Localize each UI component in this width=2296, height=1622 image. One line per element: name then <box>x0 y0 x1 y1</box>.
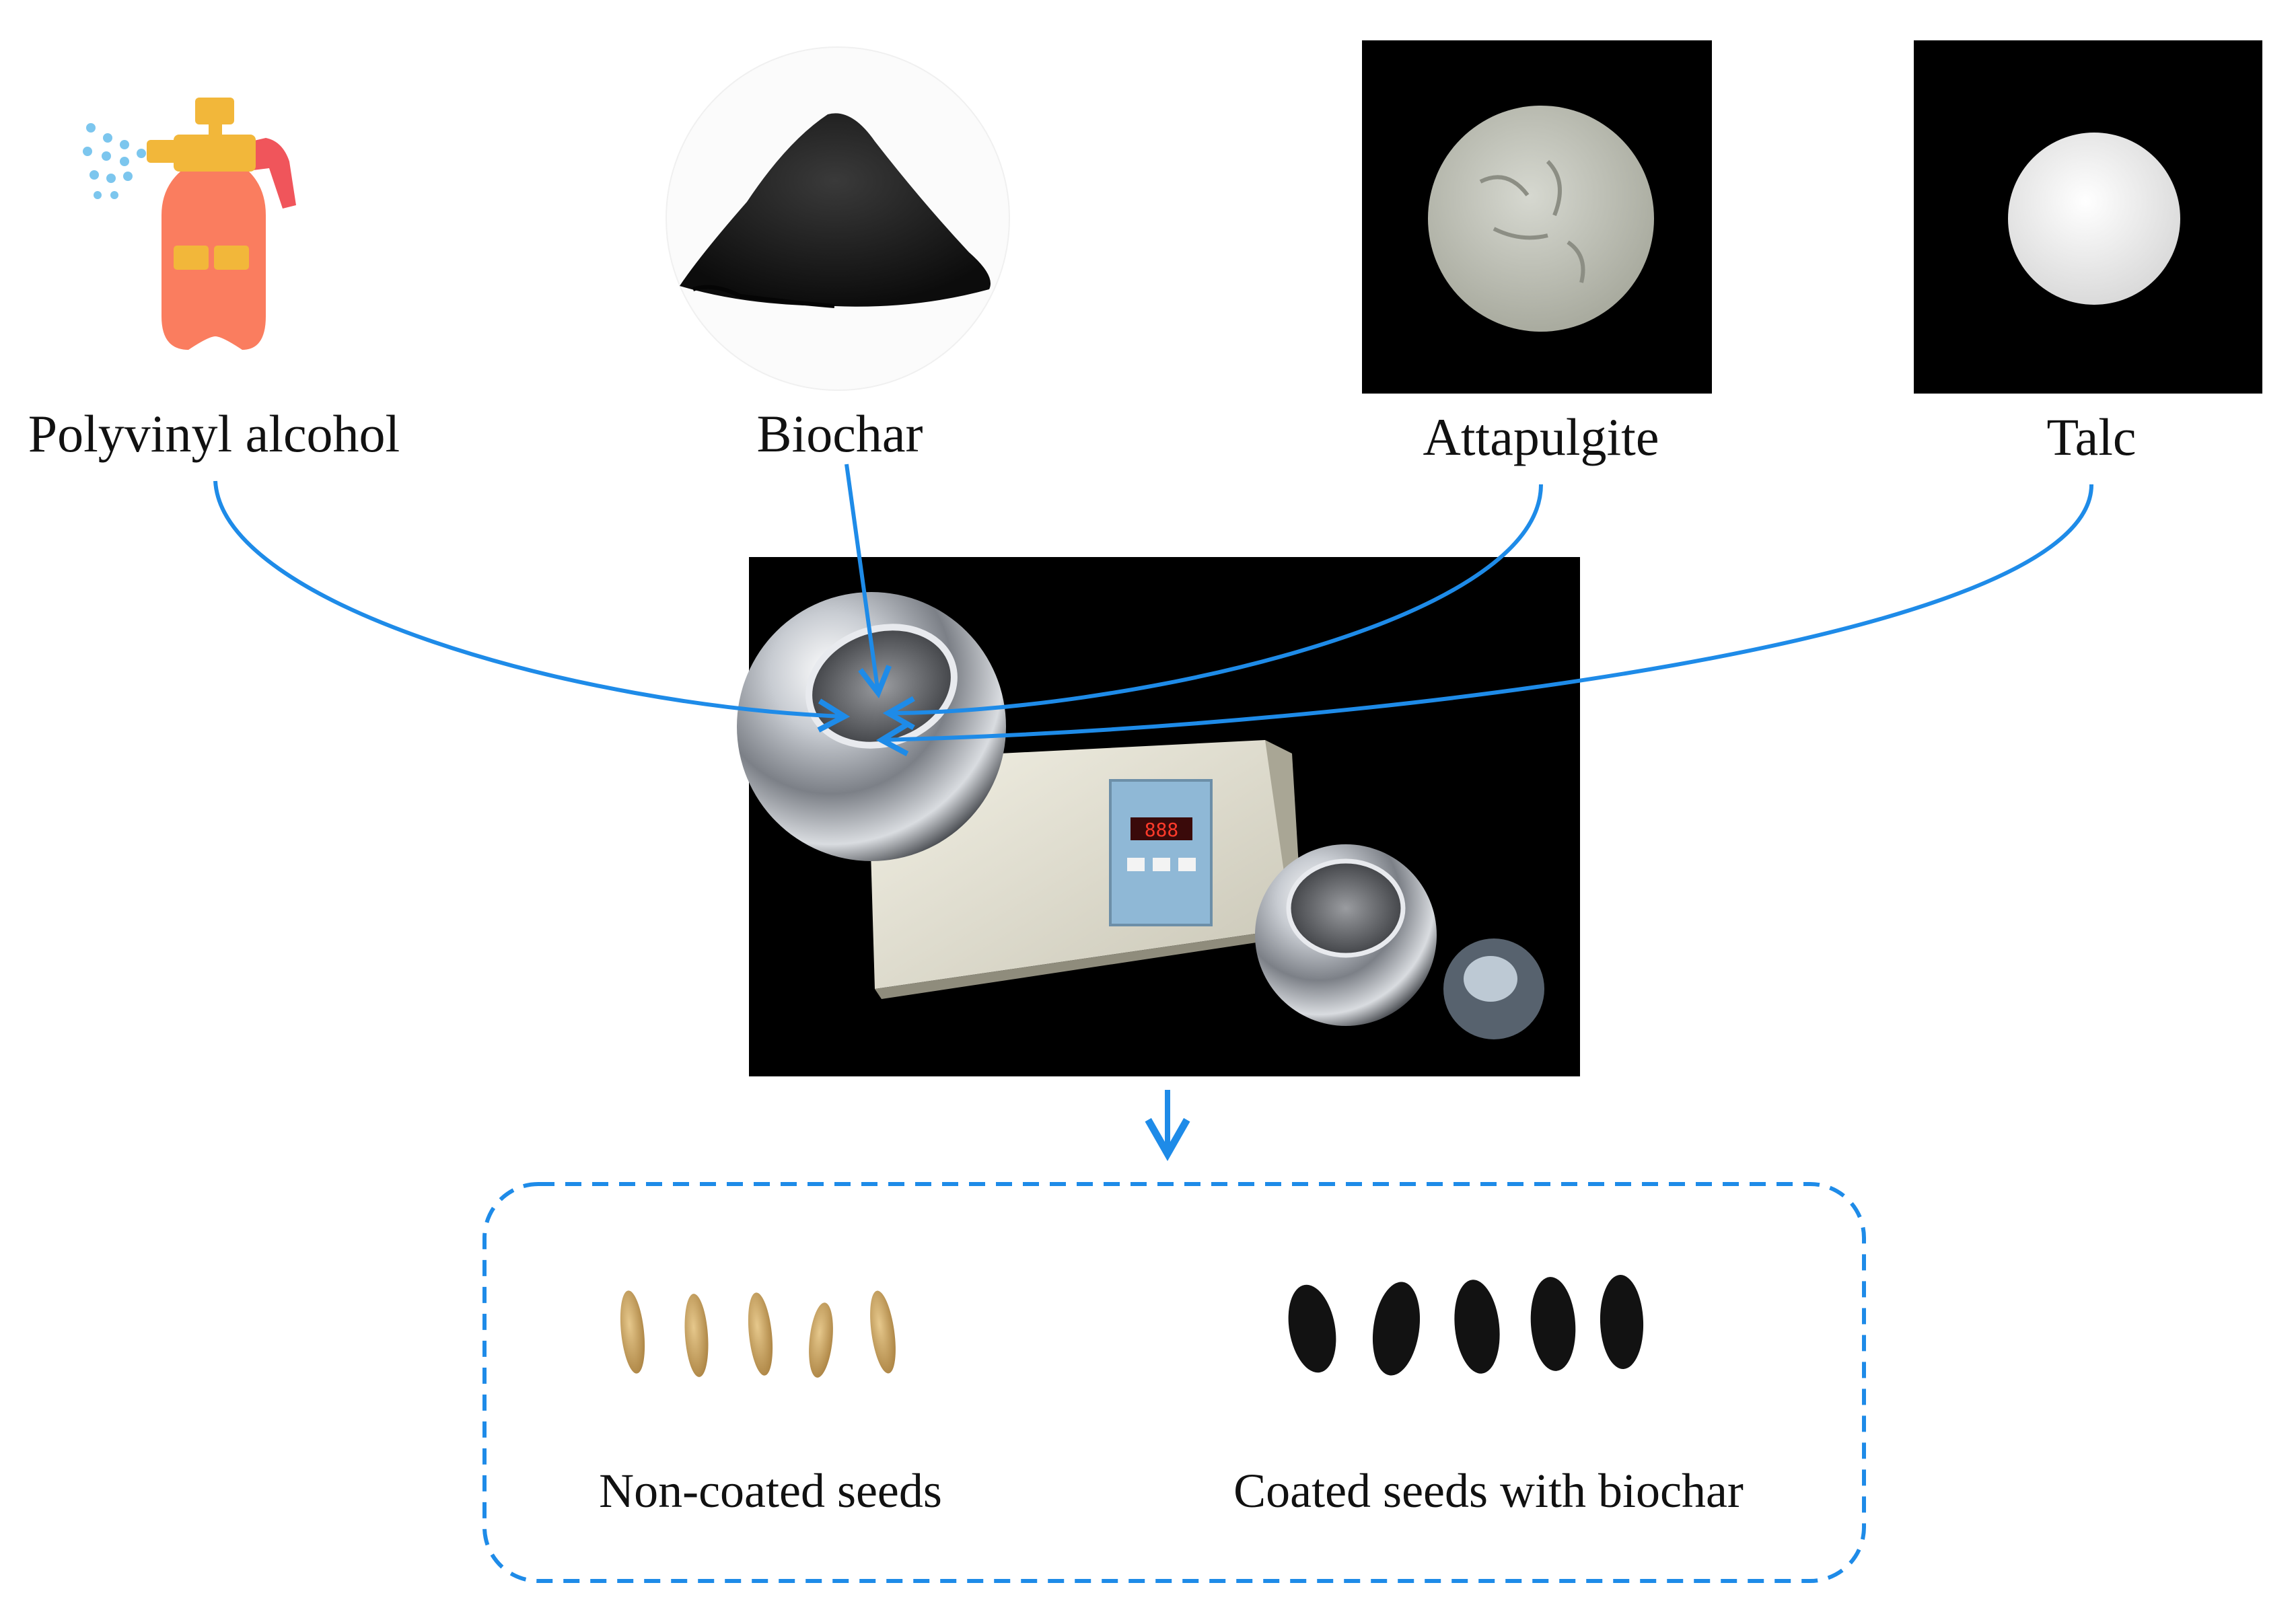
label-biochar: Biochar <box>756 404 923 463</box>
connector-arrows <box>213 464 2094 1161</box>
attapulgite-photo <box>1362 40 1712 394</box>
label-attapulgite: Attapulgite <box>1423 408 1659 466</box>
spray-bottle-icon <box>83 98 296 350</box>
arrow-pva <box>213 480 851 733</box>
arrow-attapulgite <box>882 484 1543 731</box>
display-reading: 888 <box>1145 819 1179 841</box>
label-polyvinyl-alcohol: Polyvinyl alcohol <box>28 404 400 463</box>
output-frame <box>482 1182 1866 1583</box>
label-non-coated-seeds: Non-coated seeds <box>599 1464 942 1518</box>
display-readout <box>1131 817 1192 840</box>
non-coated-seeds <box>620 1290 896 1378</box>
control-panel <box>1109 779 1213 926</box>
arrow-talc <box>875 484 2094 757</box>
biochar-photo <box>666 46 1010 391</box>
talc-photo <box>1914 40 2262 394</box>
label-talc: Talc <box>2046 408 2137 466</box>
arrow-biochar <box>845 464 892 699</box>
coated-seeds <box>1288 1275 1644 1376</box>
coating-machine-photo: 888 <box>737 557 1580 1076</box>
label-coated-seeds: Coated seeds with biochar <box>1233 1464 1744 1518</box>
